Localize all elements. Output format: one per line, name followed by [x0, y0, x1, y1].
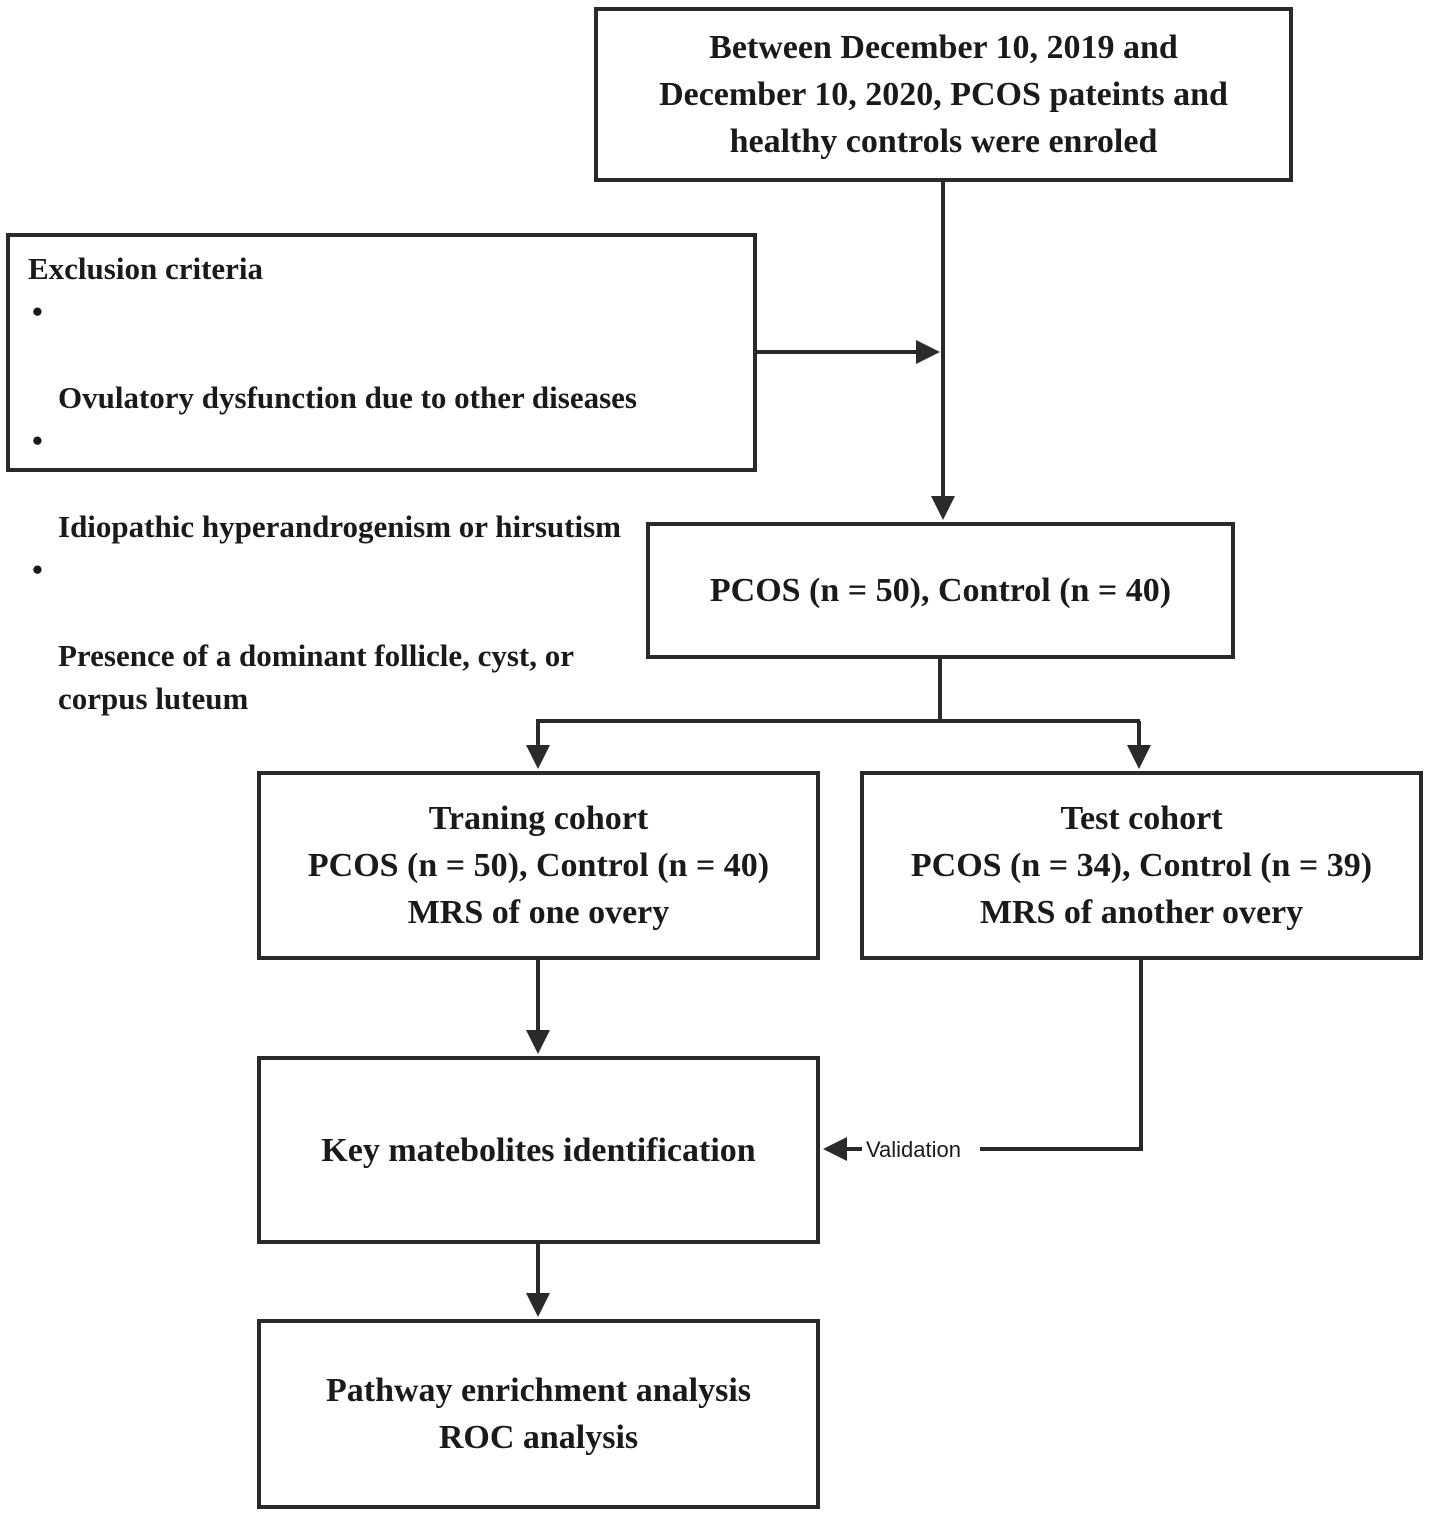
test-cohort-counts: PCOS (n = 34), Control (n = 39) — [910, 847, 1373, 884]
key-metabolites-box: Key matebolites identification — [257, 1056, 820, 1244]
exclusion-item-text: Ovulatory dysfunction due to other disea… — [58, 380, 637, 415]
exclusion-item-text: Presence of a dominant follicle, cyst, o… — [58, 638, 574, 716]
exclusion-item: • Ovulatory dysfunction due to other dis… — [28, 290, 753, 419]
bullet-icon: • — [32, 552, 43, 587]
training-cohort-box: Traning cohort PCOS (n = 50), Control (n… — [257, 771, 820, 960]
key-metabolites-text: Key matebolites identification — [321, 1131, 756, 1169]
training-cohort-counts: PCOS (n = 50), Control (n = 40) — [307, 847, 770, 884]
enrolment-line-2: December 10, 2020, PCOS pateints and — [659, 76, 1228, 113]
exclusion-item: • Idiopathic hyperandrogenism or hirsuti… — [28, 419, 753, 548]
exclusion-criteria-box: Exclusion criteria • Ovulatory dysfuncti… — [6, 233, 757, 716]
analysis-line-1: Pathway enrichment analysis — [326, 1372, 751, 1409]
test-cohort-method: MRS of another overy — [979, 894, 1304, 931]
analysis-line-2: ROC analysis — [438, 1419, 639, 1456]
groups-text: PCOS (n = 50), Control (n = 40) — [709, 572, 1172, 609]
exclusion-item: • Presence of a dominant follicle, cyst,… — [28, 548, 753, 720]
validation-label: Validation — [866, 1136, 961, 1164]
bullet-icon: • — [32, 294, 43, 329]
enrolment-line-1: Between December 10, 2019 and — [709, 29, 1178, 66]
exclusion-item-text: Idiopathic hyperandrogenism or hirsutism — [58, 509, 621, 544]
bullet-icon: • — [32, 423, 43, 458]
enrolment-line-3: healthy controls were enroled — [729, 123, 1158, 160]
enrolment-box: Between December 10, 2019 and December 1… — [594, 7, 1293, 182]
training-cohort-title: Traning cohort — [428, 800, 649, 837]
groups-box: PCOS (n = 50), Control (n = 40) — [646, 522, 1235, 659]
test-cohort-box: Test cohort PCOS (n = 34), Control (n = … — [860, 771, 1423, 960]
analysis-box: Pathway enrichment analysis ROC analysis — [257, 1319, 820, 1509]
exclusion-criteria-list: • Ovulatory dysfunction due to other dis… — [28, 290, 753, 720]
test-cohort-title: Test cohort — [1060, 800, 1223, 837]
training-cohort-method: MRS of one overy — [407, 894, 670, 931]
exclusion-criteria-title: Exclusion criteria — [28, 251, 264, 286]
connector-test-validation — [980, 960, 1143, 1151]
